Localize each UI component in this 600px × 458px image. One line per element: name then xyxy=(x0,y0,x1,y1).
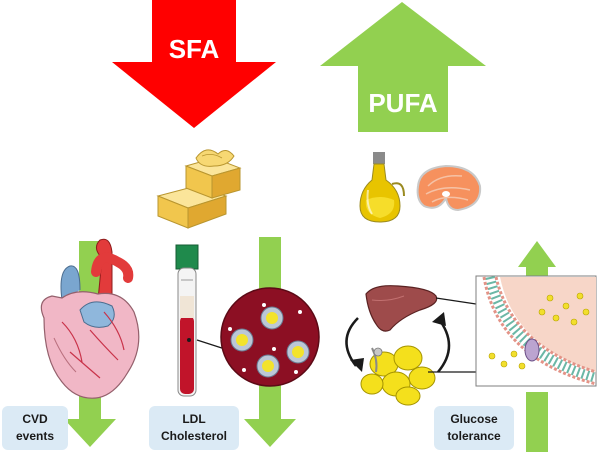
pufa-label: PUFA xyxy=(368,88,438,118)
liver-icon xyxy=(365,285,477,332)
glucose-label-line1: Glucose xyxy=(450,412,498,426)
cvd-label-line1: CVD xyxy=(22,412,48,426)
glucose-up-arrow xyxy=(518,241,556,452)
ldl-particle xyxy=(230,328,254,352)
cell-membrane-icon xyxy=(475,275,598,387)
ldl-label-line2: Cholesterol xyxy=(160,429,227,443)
ldl-label-line1: LDL xyxy=(182,412,206,426)
glucose-label-line2: tolerance xyxy=(447,429,501,443)
heart-icon xyxy=(40,238,140,399)
ldl-particle-icon xyxy=(220,287,320,387)
ldl-cholesterol-label: LDL Cholesterol xyxy=(149,406,239,450)
salmon-steak-icon xyxy=(416,164,482,212)
cycle-arrows xyxy=(345,312,451,373)
butter-icon xyxy=(156,149,242,229)
sfa-label: SFA xyxy=(169,34,220,64)
pufa-up-arrow: PUFA xyxy=(320,2,486,132)
cvd-label-line2: events xyxy=(15,429,55,443)
glucose-tolerance-label: Glucose tolerance xyxy=(434,406,514,450)
cvd-events-label: CVD events xyxy=(2,406,68,450)
olive-oil-bottle-icon xyxy=(359,152,405,223)
ldl-particle xyxy=(256,354,280,378)
ldl-particle xyxy=(286,340,310,364)
adipose-tissue-icon xyxy=(360,345,500,406)
blood-tube-icon xyxy=(175,244,229,397)
ldl-particle xyxy=(260,306,284,330)
sfa-down-arrow: SFA xyxy=(112,0,276,128)
